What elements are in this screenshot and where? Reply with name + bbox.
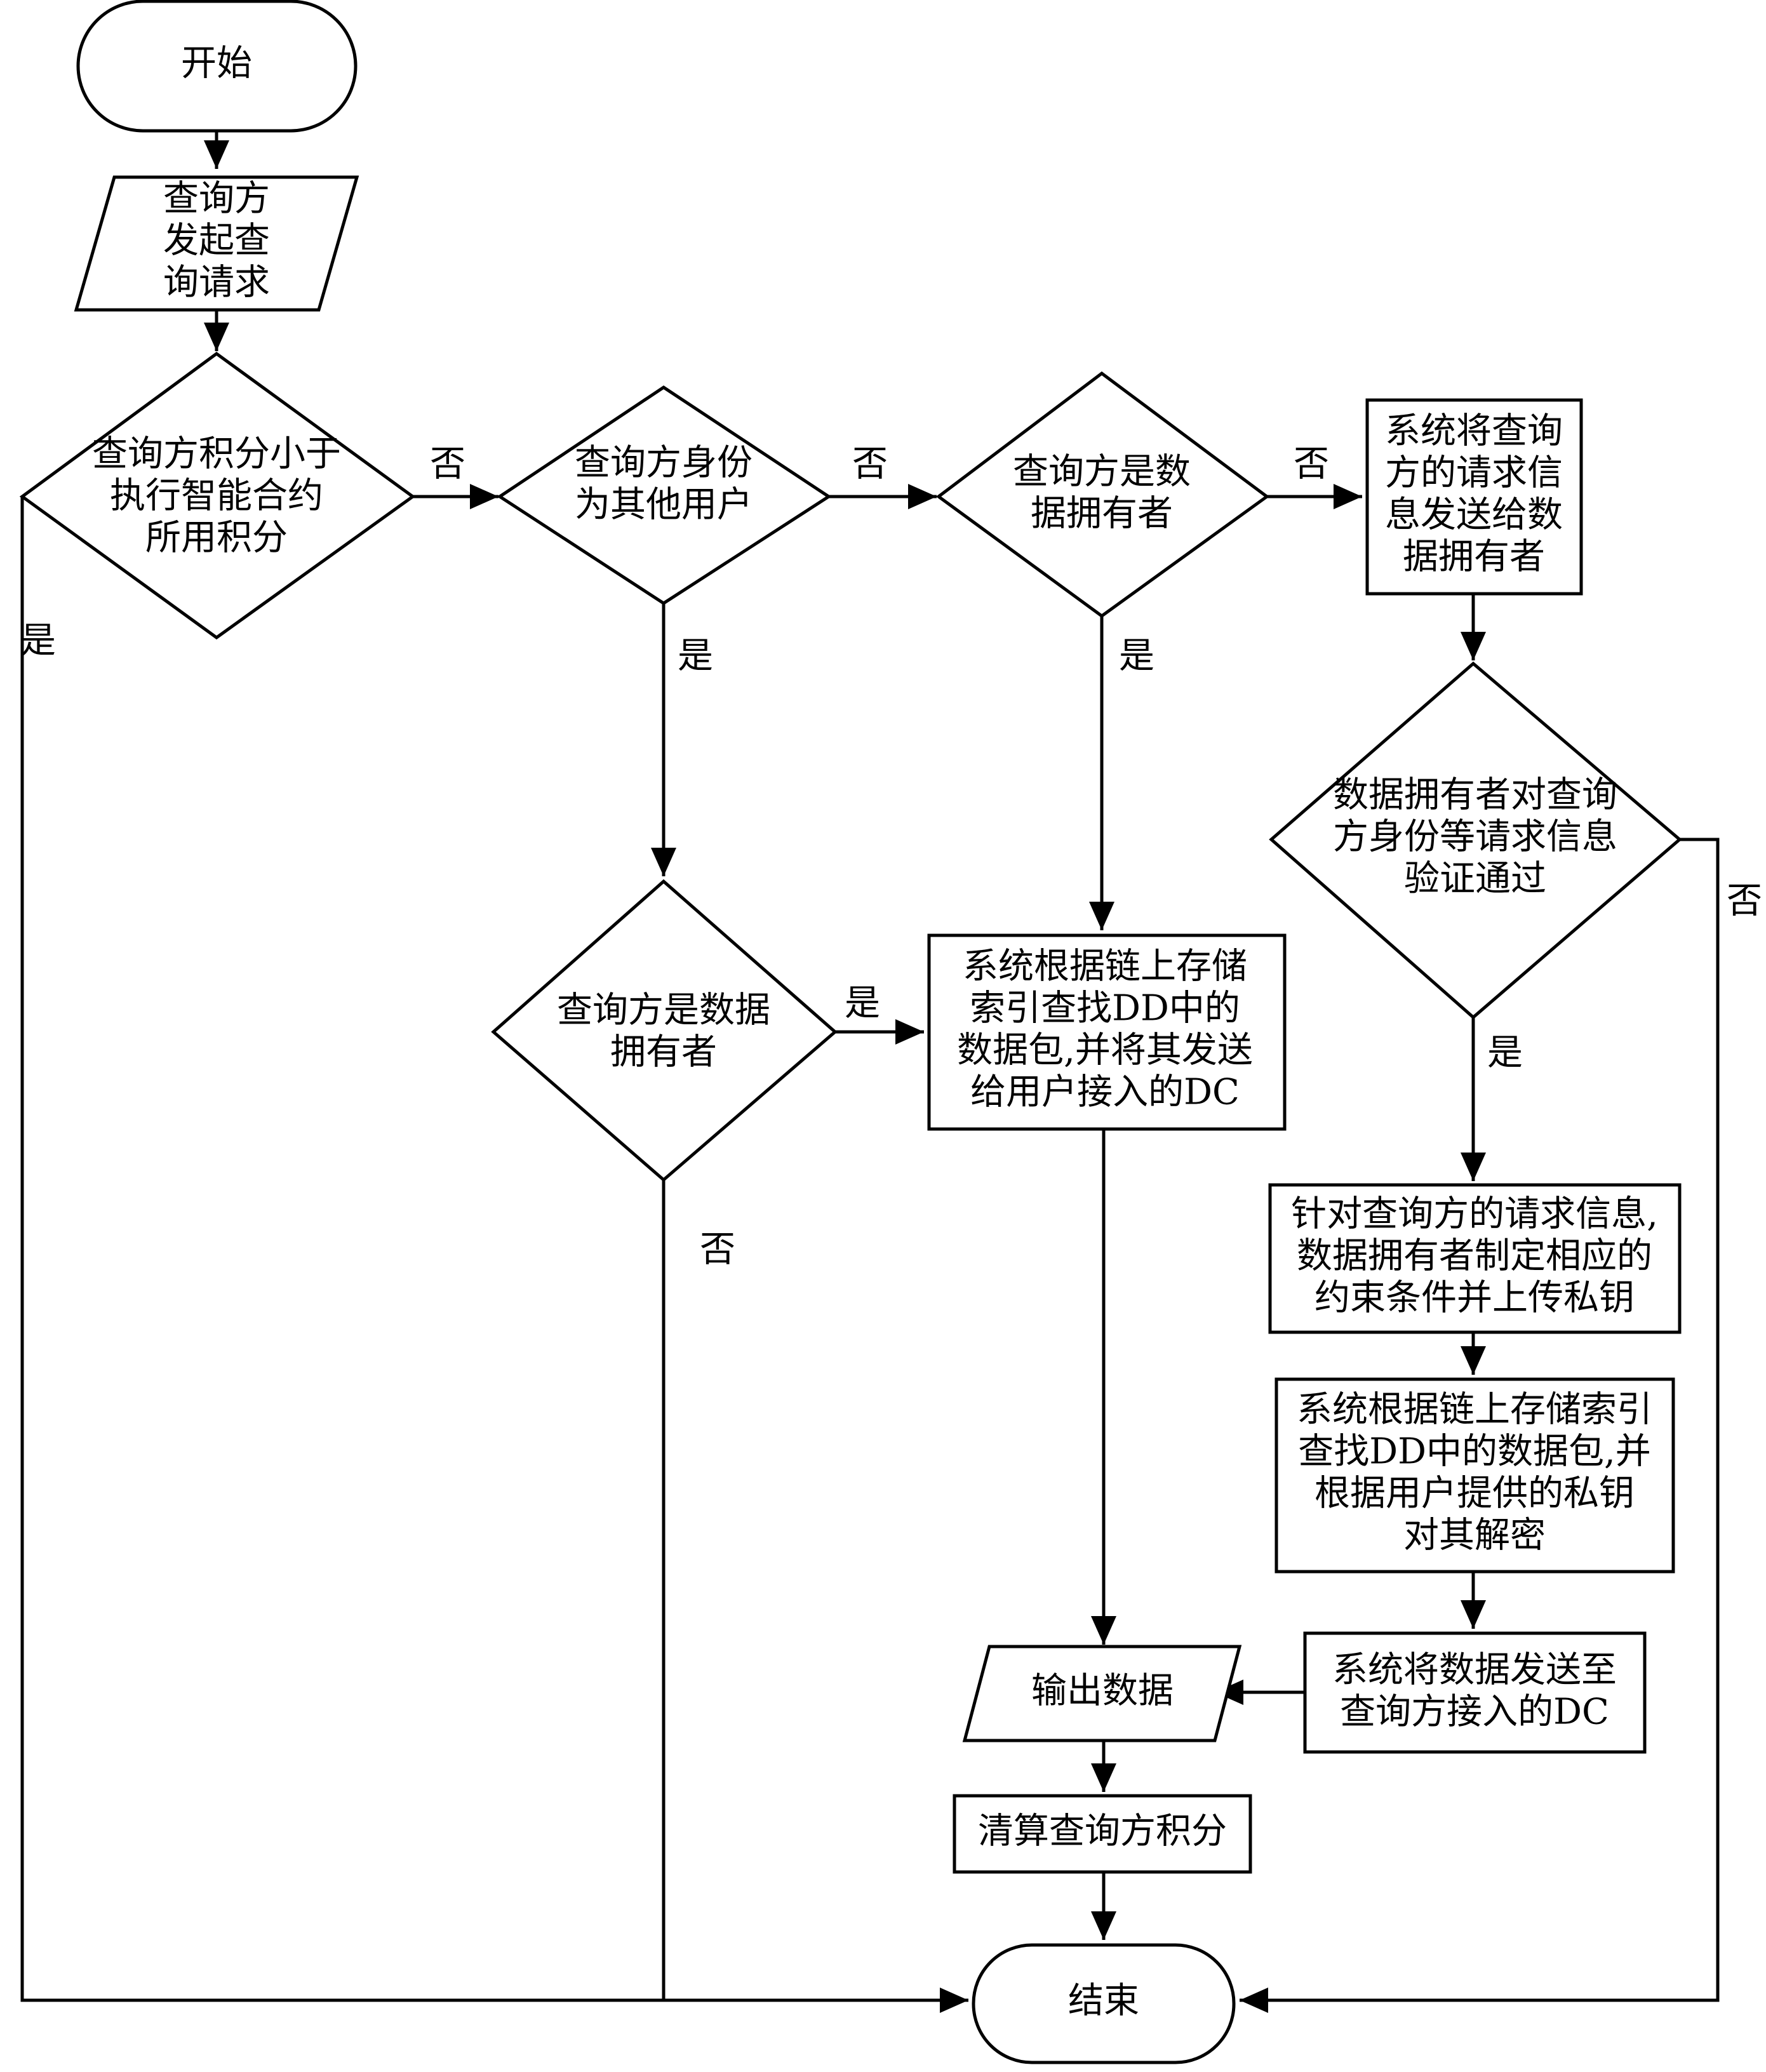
owner-top-decision xyxy=(935,371,1270,618)
find-send-dc-line: 给用户接入的DC xyxy=(970,1072,1240,1113)
identity-decision xyxy=(497,385,832,605)
d-points-line: 查询方积分小于 xyxy=(92,434,341,475)
send-to-owner-line: 息发送给数 xyxy=(1385,495,1563,536)
set-constraints-line: 针对查询方的请求信息, xyxy=(1291,1194,1658,1235)
d-verify-line: 验证通过 xyxy=(1404,859,1546,900)
query-request-line: 查询方 xyxy=(163,178,270,220)
send-to-owner-line: 据拥有者 xyxy=(1403,537,1545,578)
end-terminal xyxy=(972,1943,1236,2064)
settle-points-label: 清算查询方积分 xyxy=(978,1811,1227,1852)
start-label: 开始 xyxy=(181,43,252,84)
settle-points-box xyxy=(953,1794,1252,1874)
start-line: 开始 xyxy=(181,43,252,84)
output-data-line: 输出数据 xyxy=(1031,1671,1174,1712)
query-request-parallelogram xyxy=(74,175,359,312)
d-verify-line: 方身份等请求信息 xyxy=(1333,817,1617,858)
set-constraints-line: 数据拥有者制定相应的 xyxy=(1297,1236,1652,1277)
points-no-label: 否 xyxy=(430,444,465,485)
find-send-dc-box xyxy=(927,933,1287,1131)
find-decrypt-line: 查找DD中的数据包,并 xyxy=(1298,1431,1651,1473)
verify-no-label: 否 xyxy=(1727,881,1762,922)
arrow-verify-no xyxy=(1240,838,1720,2013)
send-to-owner-line: 方的请求信 xyxy=(1385,453,1563,494)
arrow-points-yes xyxy=(20,497,968,2013)
owner-mid-yes-label: 是 xyxy=(845,983,880,1024)
connectors xyxy=(20,131,1720,2013)
send-to-owner-box xyxy=(1365,398,1583,596)
find-send-dc-line: 系统根据链上存储 xyxy=(963,946,1247,987)
d-points-line: 所用积分 xyxy=(145,518,288,559)
find-send-dc-line: 数据包,并将其发送 xyxy=(957,1030,1253,1071)
query-request-line: 询请求 xyxy=(163,262,270,304)
send-result-box xyxy=(1303,1631,1647,1754)
owner-mid-no-label: 否 xyxy=(700,1229,735,1271)
d-points-line: 执行智能合约 xyxy=(110,476,323,517)
set-constraints-box xyxy=(1268,1183,1682,1334)
identity-no-label: 否 xyxy=(852,444,888,485)
d-identity-line: 为其他用户 xyxy=(575,485,753,526)
find-decrypt-box xyxy=(1274,1377,1675,1574)
d-verify-line: 数据拥有者对查询 xyxy=(1333,775,1617,816)
output-data-parallelogram xyxy=(962,1645,1242,1742)
d-identity-line: 查询方身份 xyxy=(575,443,753,484)
owner-top-yes-label: 是 xyxy=(1119,636,1154,677)
identity-yes-label: 是 xyxy=(678,636,713,677)
set-constraints-line: 约束条件并上传私钥 xyxy=(1314,1278,1635,1319)
find-send-dc-line: 索引查找DD中的 xyxy=(970,988,1240,1029)
owner-mid-decision xyxy=(491,879,838,1182)
start-terminal xyxy=(76,0,358,133)
query-request-line: 发起查 xyxy=(163,220,270,262)
points-decision xyxy=(19,351,416,640)
d-owner-top-line: 查询方是数 xyxy=(1013,451,1191,493)
settle-points-line: 清算查询方积分 xyxy=(978,1811,1227,1852)
owner-top-no-label: 否 xyxy=(1294,444,1329,485)
verify-decision xyxy=(1269,661,1682,1020)
find-decrypt-line: 对其解密 xyxy=(1403,1515,1546,1556)
d-owner-top-line: 据拥有者 xyxy=(1031,493,1173,535)
send-result-line: 查询方接入的DC xyxy=(1340,1692,1609,1733)
end-line: 结束 xyxy=(1068,1981,1139,2022)
points-yes-label: 是 xyxy=(20,620,56,662)
output-data-label: 输出数据 xyxy=(1031,1671,1174,1712)
send-result-line: 系统将数据发送至 xyxy=(1332,1650,1617,1691)
find-decrypt-line: 系统根据链上存储索引 xyxy=(1297,1389,1652,1431)
send-to-owner-line: 系统将查询 xyxy=(1385,411,1563,452)
verify-yes-label: 是 xyxy=(1487,1033,1523,1074)
d-owner-mid-line: 拥有者 xyxy=(610,1032,717,1073)
d-owner-mid-line: 查询方是数据 xyxy=(557,990,770,1031)
end-label: 结束 xyxy=(1068,1981,1139,2022)
find-decrypt-line: 根据用户提供的私钥 xyxy=(1314,1473,1635,1514)
